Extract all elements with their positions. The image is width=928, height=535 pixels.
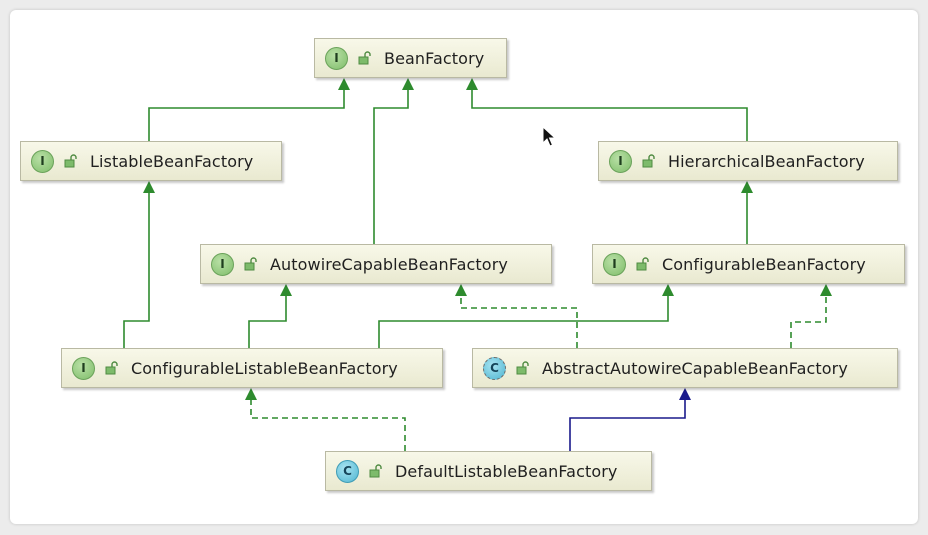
interface-icon: I xyxy=(325,46,348,70)
lock-icon xyxy=(105,361,118,375)
lock-icon xyxy=(369,464,382,478)
interface-icon: I xyxy=(609,149,632,173)
node-label: AutowireCapableBeanFactory xyxy=(270,254,508,274)
node-listable-bean-factory[interactable]: I ListableBeanFactory xyxy=(20,141,282,181)
edge-abstract-to-autowire-line xyxy=(460,296,578,348)
node-label: ListableBeanFactory xyxy=(90,151,254,171)
edge-default-to-abstract-line xyxy=(569,400,686,451)
node-default-listable-bean-factory[interactable]: C DefaultListableBeanFactory xyxy=(325,451,652,491)
lock-icon xyxy=(64,154,77,168)
node-label: ConfigurableBeanFactory xyxy=(662,254,866,274)
edge-configurable-listable-to-configurable-line xyxy=(378,296,669,348)
node-autowire-capable-bean-factory[interactable]: I AutowireCapableBeanFactory xyxy=(200,244,552,284)
interface-icon: I xyxy=(211,252,234,276)
inheritance-edges xyxy=(123,78,832,451)
mouse-cursor-icon xyxy=(542,126,557,147)
edge-configurable-listable-to-configurable-arrowhead xyxy=(662,284,674,296)
edge-hierarchical-to-beanfactory-line xyxy=(471,90,748,141)
edge-default-to-configurable-listable-line xyxy=(250,400,406,451)
edge-autowire-to-beanfactory-line xyxy=(373,90,409,244)
abstract-class-icon: C xyxy=(483,356,506,380)
edge-hierarchical-to-beanfactory-arrowhead xyxy=(466,78,478,90)
lock-icon xyxy=(516,361,529,375)
lock-icon xyxy=(642,154,655,168)
node-label: BeanFactory xyxy=(384,48,485,68)
node-configurable-listable-bean-factory[interactable]: I ConfigurableListableBeanFactory xyxy=(61,348,443,388)
class-icon: C xyxy=(336,459,359,483)
lock-icon xyxy=(636,257,649,271)
node-label: AbstractAutowireCapableBeanFactory xyxy=(542,358,848,378)
node-configurable-bean-factory[interactable]: I ConfigurableBeanFactory xyxy=(592,244,905,284)
edge-configurable-listable-to-autowire-arrowhead xyxy=(280,284,292,296)
lock-icon xyxy=(244,257,257,271)
node-label: HierarchicalBeanFactory xyxy=(668,151,865,171)
edge-abstract-to-autowire-arrowhead xyxy=(455,284,467,296)
node-bean-factory[interactable]: I BeanFactory xyxy=(314,38,507,78)
edge-listable-to-beanfactory-line xyxy=(148,90,345,141)
edge-configurable-to-hierarchical-arrowhead xyxy=(741,181,753,193)
node-label: ConfigurableListableBeanFactory xyxy=(131,358,398,378)
edge-default-to-abstract-arrowhead xyxy=(679,388,691,400)
lock-icon xyxy=(358,51,371,65)
edge-configurable-listable-to-listable-line xyxy=(123,193,150,348)
diagram-canvas: I BeanFactory I ListableBeanFactory I Hi… xyxy=(10,10,918,524)
interface-icon: I xyxy=(72,356,95,380)
edge-configurable-listable-to-autowire-line xyxy=(248,296,287,348)
interface-icon: I xyxy=(31,149,54,173)
edge-listable-to-beanfactory-arrowhead xyxy=(338,78,350,90)
edge-abstract-to-configurable-arrowhead xyxy=(820,284,832,296)
edge-default-to-configurable-listable-arrowhead xyxy=(245,388,257,400)
interface-icon: I xyxy=(603,252,626,276)
node-abstract-autowire-capable-bean-factory[interactable]: C AbstractAutowireCapableBeanFactory xyxy=(472,348,898,388)
edge-autowire-to-beanfactory-arrowhead xyxy=(402,78,414,90)
edge-configurable-listable-to-listable-arrowhead xyxy=(143,181,155,193)
node-label: DefaultListableBeanFactory xyxy=(395,461,618,481)
node-hierarchical-bean-factory[interactable]: I HierarchicalBeanFactory xyxy=(598,141,898,181)
edge-abstract-to-configurable-line xyxy=(790,296,827,348)
